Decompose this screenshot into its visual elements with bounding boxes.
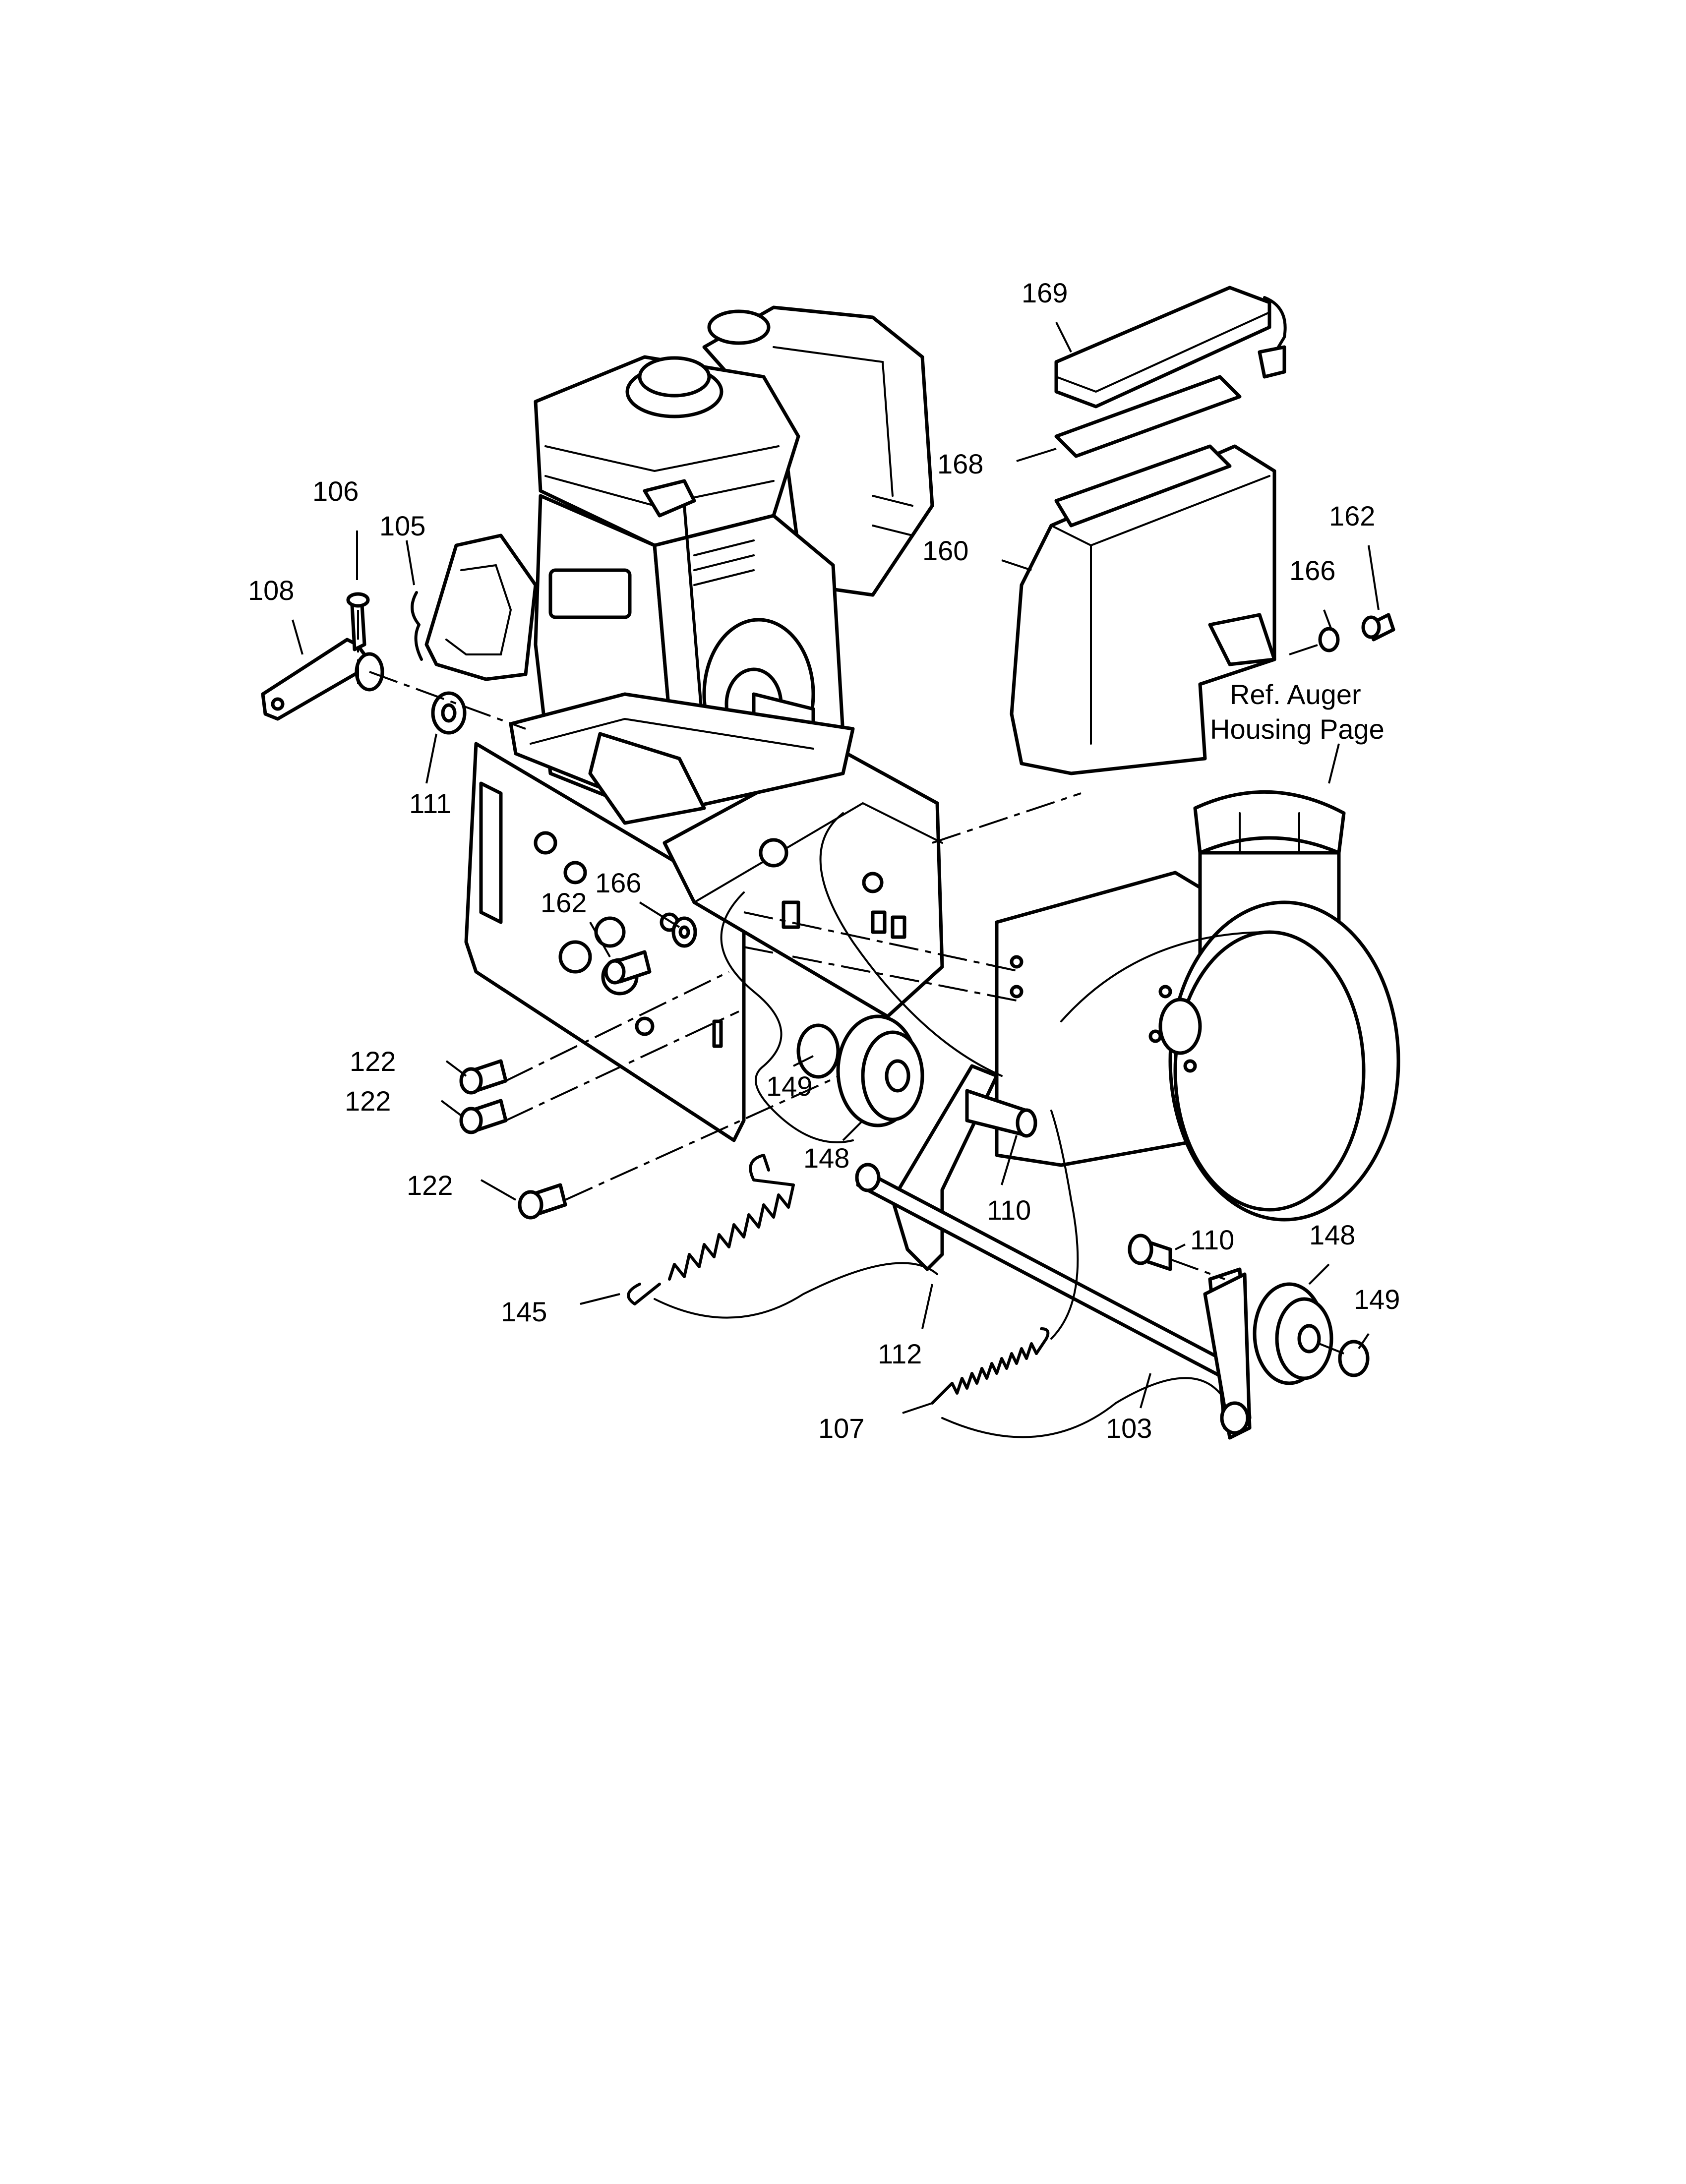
callout-148-mid: 148 [803,1142,849,1174]
part-169-air-filter-cover [1054,286,1271,409]
callout-166-mid: 166 [595,867,641,898]
callout-106: 106 [312,475,359,507]
leader-lines [292,322,1380,1414]
callout-107: 107 [818,1413,864,1444]
callout-108: 108 [248,575,294,606]
callout-160: 160 [922,535,968,566]
callout-labels: 169 168 160 162 166 Ref. Auger Housing P… [248,277,1400,1444]
ref-auger-housing-line2: Housing Page [1210,713,1385,745]
callout-166-right: 166 [1289,555,1335,586]
springs [627,812,1221,1438]
part-145-spring-hook [627,1283,661,1305]
callout-145: 145 [501,1296,547,1327]
recoil-starter-handle [424,533,538,681]
part-145-spring [668,1183,795,1281]
callout-122-a: 122 [350,1046,396,1077]
part-105-clip [411,591,423,661]
callout-105: 105 [379,510,425,541]
callout-149-mid: 149 [766,1070,812,1102]
callout-149-right: 149 [1354,1284,1400,1315]
callout-110-mid: 110 [987,1194,1031,1226]
callout-168: 168 [937,448,983,479]
part-168-filter-pad [1054,375,1242,458]
callout-110-right: 110 [1190,1224,1234,1255]
handle-linkage-parts [261,591,526,735]
part-149-nut-right [1338,1340,1370,1377]
callout-122-c: 122 [407,1170,453,1201]
callout-162-right: 162 [1329,500,1375,531]
callout-162-mid: 162 [541,887,587,918]
part-166-washer-right [1318,627,1340,652]
callout-148-right: 148 [1309,1219,1355,1250]
fasteners [459,613,1395,1220]
part-160-belt-cover [1010,444,1276,775]
callout-111: 111 [409,788,451,819]
callout-169: 169 [1022,277,1068,308]
part-107-spring [946,1342,1038,1395]
callout-112: 112 [878,1338,922,1369]
ref-auger-housing-line1: Ref. Auger [1230,679,1361,710]
belt-cover-assembly [1010,286,1287,775]
callout-122-b: 122 [345,1085,391,1117]
part-149-nut-mid [796,1023,840,1079]
blower-housing [743,790,1400,1222]
idler-pulley-assembly [796,1014,1370,1440]
callout-103: 103 [1106,1413,1152,1444]
